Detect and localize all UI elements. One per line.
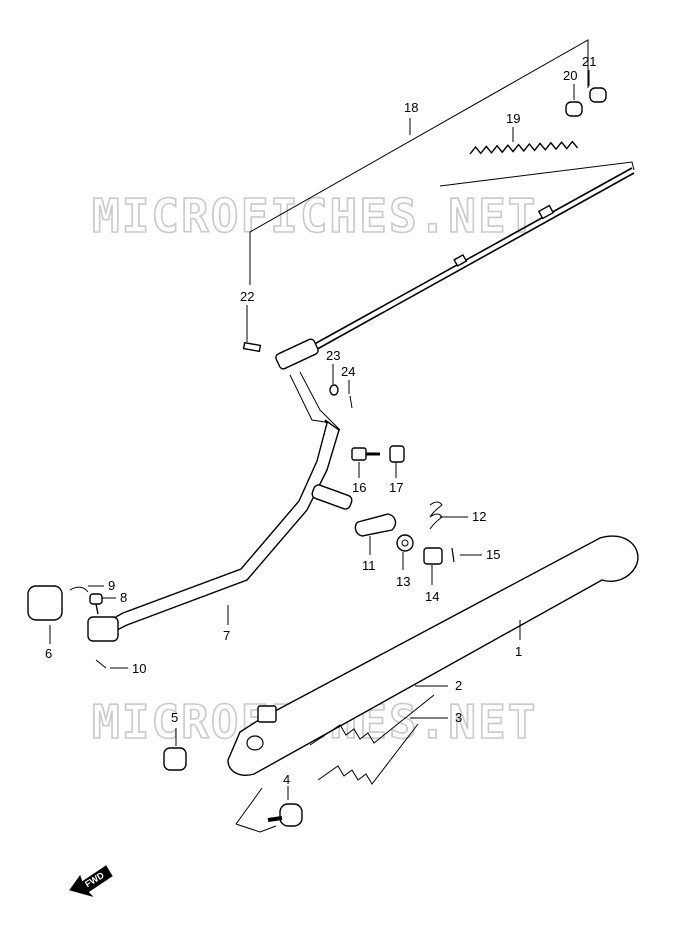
cable-assembly-bracket	[249, 39, 589, 285]
callout-10: 10	[132, 661, 146, 676]
callout-11: 11	[362, 558, 376, 573]
leader-lines	[49, 70, 590, 800]
stand-springs	[309, 694, 435, 785]
callout-8: 8	[120, 590, 127, 605]
callout-22: 22	[240, 289, 254, 304]
callout-23: 23	[326, 348, 340, 363]
callout-3: 3	[455, 710, 462, 725]
callout-16: 16	[352, 480, 366, 495]
callout-4: 4	[283, 772, 290, 787]
callout-18: 18	[404, 100, 418, 115]
cable-spring	[469, 140, 579, 155]
callout-19: 19	[506, 111, 520, 126]
watermark-top: MICROFICHES.NET	[92, 189, 537, 243]
side-stand	[227, 535, 639, 776]
callout-17: 17	[389, 480, 403, 495]
fwd-arrow-icon: FWD	[69, 865, 113, 897]
pedal-linkage-parts	[27, 585, 107, 669]
brake-pedal	[87, 419, 353, 642]
callout-15: 15	[486, 547, 500, 562]
stand-hardware	[354, 501, 455, 565]
callout-7: 7	[223, 628, 230, 643]
callout-1: 1	[515, 644, 522, 659]
callout-12: 12	[472, 509, 486, 524]
callout-2: 2	[455, 678, 462, 693]
callout-6: 6	[45, 646, 52, 661]
pivot-nut-and-bolt	[163, 747, 303, 833]
cable-end-caps	[565, 87, 607, 117]
brake-cable	[299, 161, 635, 358]
callout-5: 5	[171, 710, 178, 725]
callout-labels: 1 2 3 4 5 6 7 8 9 10 11 12 13 14 15 16 1…	[45, 54, 596, 787]
callout-13: 13	[396, 574, 410, 589]
bolt-and-nut	[351, 445, 405, 463]
callout-24: 24	[341, 364, 355, 379]
callout-20: 20	[563, 68, 577, 83]
callout-14: 14	[425, 589, 439, 604]
callout-9: 9	[108, 578, 115, 593]
callout-21: 21	[582, 54, 596, 69]
